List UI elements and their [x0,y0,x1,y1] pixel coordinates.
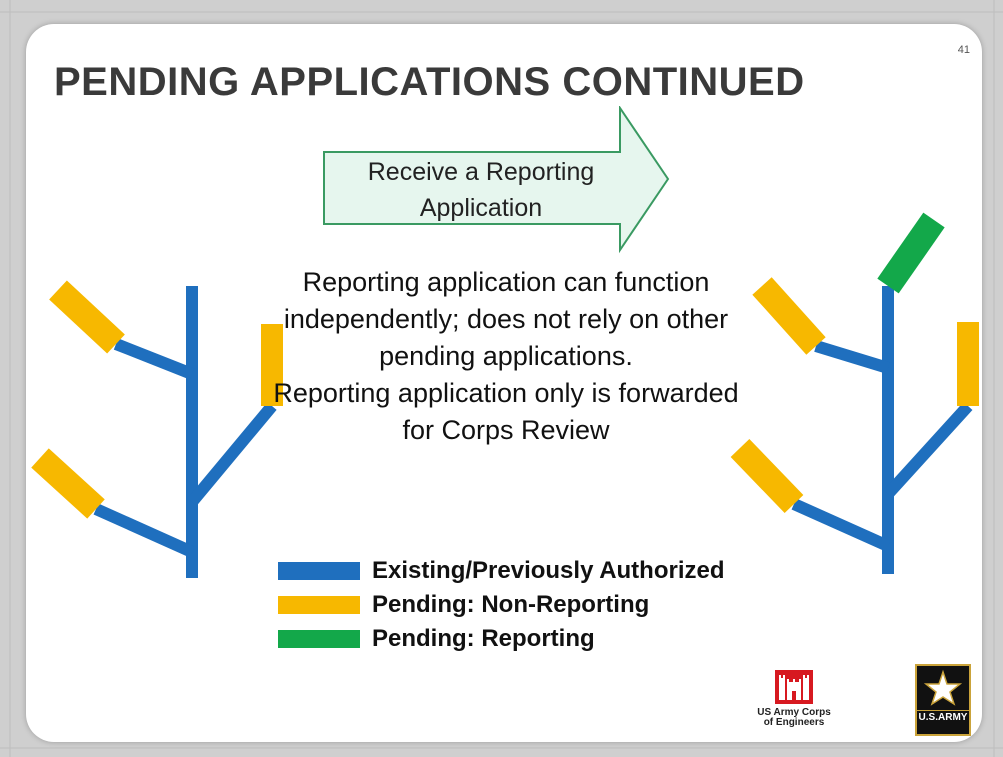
left-branch-diagram [31,280,283,578]
slide-number: 41 [957,44,970,56]
legend-item-non-reporting: Pending: Non-Reporting [278,588,725,622]
army-text: U.S.ARMY [917,710,969,725]
body-text: Reporting application can function indep… [266,264,746,449]
process-arrow [323,106,670,254]
legend-label-non-reporting: Pending: Non-Reporting [372,591,650,618]
legend-label-reporting: Pending: Reporting [372,625,595,652]
slide: 41 PENDING APPLICATIONS CONTINUED Receiv… [26,24,982,742]
body-paragraph-1: Reporting application can function indep… [283,267,729,371]
body-paragraph-2: Reporting application only is forwarded … [273,378,739,445]
us-army-logo: U.S.ARMY [915,664,971,736]
star-icon [923,669,963,706]
legend-label-existing: Existing/Previously Authorized [372,557,725,584]
usace-text-line2: of Engineers [763,717,825,728]
castle-icon [775,670,813,704]
legend-item-reporting: Pending: Reporting [278,622,725,656]
legend-swatch-existing [278,562,360,580]
usace-text-line1: US Army Corps [757,707,831,718]
branch-diagrams [31,212,979,578]
legend-item-existing: Existing/Previously Authorized [278,554,725,588]
arrow-label: Receive a Reporting Application [367,158,595,222]
legend: Existing/Previously Authorized Pending: … [278,554,725,656]
legend-swatch-reporting [278,630,360,648]
legend-swatch-non-reporting [278,596,360,614]
slide-title: PENDING APPLICATIONS CONTINUED [54,60,805,104]
usace-logo: US Army Corps of Engineers [748,670,840,728]
right-branch-diagram [730,212,979,574]
